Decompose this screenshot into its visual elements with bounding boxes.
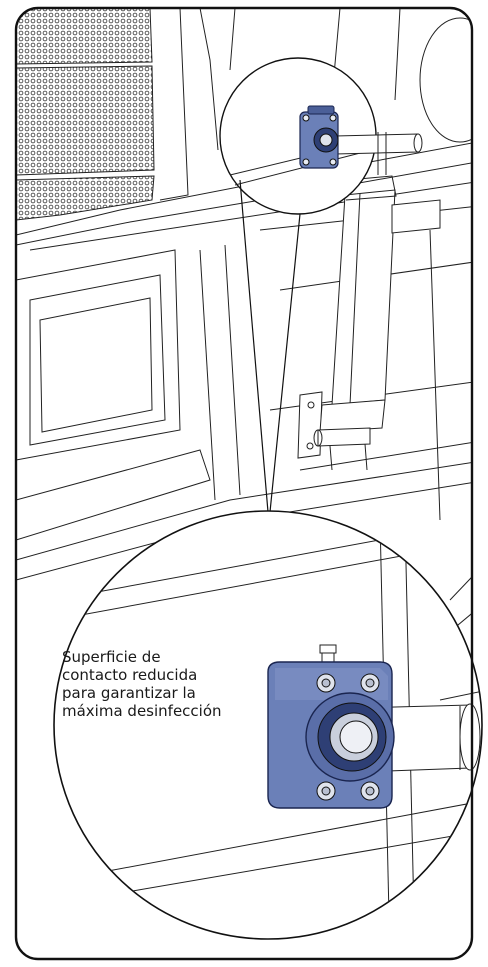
callout-line-4: máxima desinfección (62, 702, 222, 720)
detail-circle-large (53, 510, 483, 940)
bearing-large (267, 661, 395, 809)
lower-mount (297, 391, 323, 459)
callout-text: Superficie de contacto reducida para gar… (62, 648, 272, 720)
background-machinery (16, 8, 472, 641)
callout-line-1: Superficie de (62, 648, 161, 666)
perforated-panel-mid (16, 65, 155, 176)
zoom-connector-lines (239, 179, 301, 513)
callout-line-2: contacto reducida (62, 666, 198, 684)
detail-circle-small (219, 57, 423, 215)
callout-line-3: para garantizar la (62, 684, 196, 702)
bearing-small (299, 105, 339, 169)
perforated-panel-top (16, 8, 153, 65)
perforated-panel-low (16, 175, 155, 221)
actuator-cylinder (331, 189, 396, 406)
outer-frame (14, 6, 474, 961)
